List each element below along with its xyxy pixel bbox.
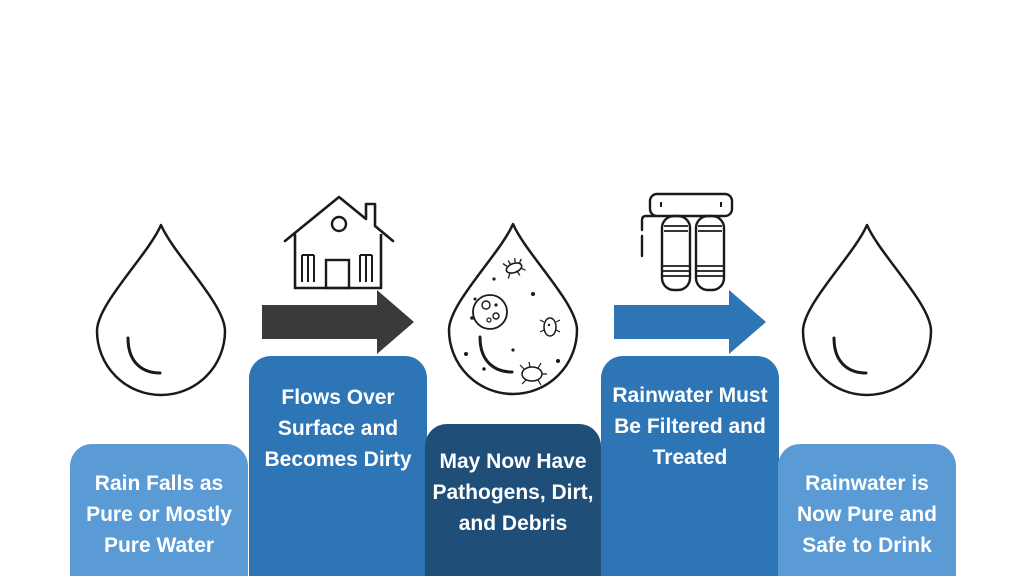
flow-arrow-dark xyxy=(262,290,414,354)
step-3-block: May Now Have Pathogens, Dirt, and Debris xyxy=(425,424,601,576)
step-1-line-1: Rain Falls as xyxy=(94,472,224,495)
step-4-line-2: Be Filtered and xyxy=(614,415,766,438)
step-3-line-1: May Now Have xyxy=(439,450,587,473)
step-1-line-2: Pure or Mostly xyxy=(86,503,232,526)
step-4-line-3: Treated xyxy=(652,446,728,469)
step-4-line-1: Rainwater Must xyxy=(612,384,768,407)
step-2-line-3: Becomes Dirty xyxy=(264,448,412,471)
cell-icon xyxy=(472,294,508,330)
dirty-water-drop-icon xyxy=(446,221,580,397)
step-2-block: Flows Over Surface and Becomes Dirty xyxy=(249,356,427,576)
water-filter-icon xyxy=(636,190,742,294)
virus-icon xyxy=(519,361,547,386)
bacteria-icon xyxy=(539,317,561,337)
step-5-line-1: Rainwater is xyxy=(805,472,929,495)
step-3-line-2: Pathogens, Dirt, xyxy=(432,481,594,504)
step-2-line-1: Flows Over xyxy=(281,386,395,409)
microbe-icon xyxy=(502,258,526,279)
clean-water-drop-icon xyxy=(800,222,934,398)
clean-water-drop-icon xyxy=(94,222,228,398)
step-1-line-3: Pure Water xyxy=(103,534,215,557)
step-1-block: Rain Falls as Pure or Mostly Pure Water xyxy=(70,444,248,576)
step-2-line-2: Surface and xyxy=(277,417,399,440)
step-4-block: Rainwater Must Be Filtered and Treated xyxy=(601,356,779,576)
step-5-line-3: Safe to Drink xyxy=(802,534,932,557)
step-5-block: Rainwater is Now Pure and Safe to Drink xyxy=(778,444,956,576)
step-5-line-2: Now Pure and xyxy=(796,503,938,526)
flow-arrow-blue xyxy=(614,290,766,354)
step-3-line-3: and Debris xyxy=(458,512,568,535)
house-icon xyxy=(283,194,395,290)
